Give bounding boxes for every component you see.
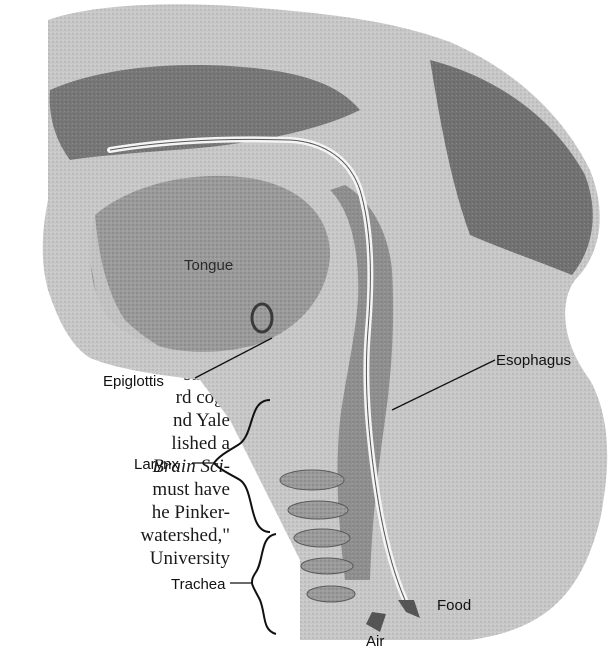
tongue-label: Tongue (184, 257, 233, 274)
epiglottis-label: Epiglottis (103, 373, 164, 390)
trachea-label: Trachea (171, 576, 226, 593)
food-label: Food (437, 597, 471, 614)
esophagus-label: Esophagus (496, 352, 571, 369)
air-label: Air (366, 633, 384, 647)
larynx-label: Larynx (134, 456, 180, 473)
trachea-brace (252, 534, 276, 634)
